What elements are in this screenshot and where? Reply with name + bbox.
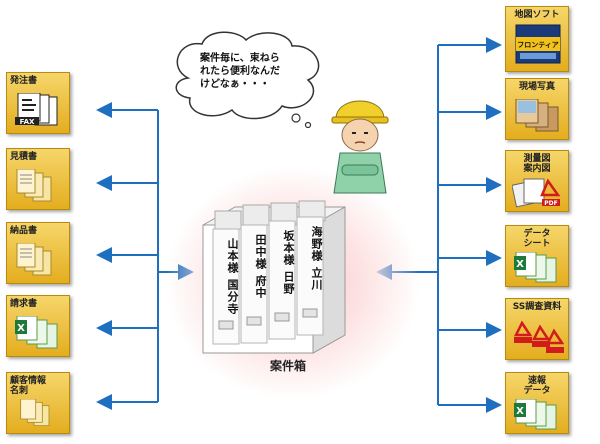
file-spine-tanaka: 田中様 府中 xyxy=(254,234,267,299)
worker-illustration xyxy=(331,100,389,194)
card-customer-info: 顧客情報 名刺 xyxy=(6,372,70,434)
document-stack-icon xyxy=(16,169,52,202)
card-delivery-note: 納品書 xyxy=(6,222,70,284)
card-ss-survey: SS調査資料 xyxy=(505,298,569,360)
pdf-drawing-icon: PDF xyxy=(512,178,561,208)
card-label: 顧客情報 名刺 xyxy=(10,376,47,396)
software-title: フロンティア xyxy=(517,41,559,49)
card-invoice: 請求書 X xyxy=(6,295,70,357)
card-data-sheet: データ シート X xyxy=(505,225,569,287)
card-estimate: 見積書 xyxy=(6,148,70,210)
fax-document-icon: FAX xyxy=(15,93,58,126)
card-label: データ シート xyxy=(523,229,551,249)
card-map-software: 地図ソフト フロンティア xyxy=(505,6,569,72)
card-label: 地図ソフト xyxy=(514,10,560,20)
card-order-form: 発注書 FAX xyxy=(6,72,70,134)
card-label: 請求書 xyxy=(10,299,38,309)
card-label: 発注書 xyxy=(10,76,38,86)
file-spine-sakamoto: 坂本様 日野 xyxy=(282,230,295,295)
photo-stack-icon xyxy=(515,99,559,132)
thought-bubble xyxy=(175,31,320,128)
fax-text: FAX xyxy=(20,118,35,126)
card-survey-maps: 測量図 案内図 PDF xyxy=(505,150,569,212)
file-spine-yamamoto: 山本様 国分寺 xyxy=(226,238,239,315)
card-quick-report: 速報 データ X xyxy=(505,372,569,434)
card-label: SS調査資料 xyxy=(512,302,562,312)
card-label: 現場写真 xyxy=(518,82,555,92)
box-label: 案件箱 xyxy=(269,359,306,373)
svg-text:X: X xyxy=(516,259,524,270)
thought-text: 案件毎に、束ねら れたら便利なんだ けどなぁ・・・ xyxy=(200,53,280,90)
pdf-stack-icon xyxy=(513,320,564,353)
svg-text:X: X xyxy=(17,323,25,334)
document-stack-icon xyxy=(16,243,52,276)
file-box-illustration xyxy=(202,200,346,354)
document-stack-icon xyxy=(20,399,50,427)
card-label: 見積書 xyxy=(10,152,38,162)
software-box-icon: フロンティア xyxy=(515,24,561,64)
excel-stack-icon: X xyxy=(514,399,557,430)
file-spine-unno: 海野様 立川 xyxy=(310,226,323,291)
excel-stack-icon: X xyxy=(15,316,58,349)
card-site-photos: 現場写真 xyxy=(505,78,569,140)
pdf-text: PDF xyxy=(544,200,557,207)
card-label: 速報 データ xyxy=(523,376,551,396)
svg-text:X: X xyxy=(516,406,524,417)
card-label: 納品書 xyxy=(10,226,38,236)
excel-stack-icon: X xyxy=(514,252,557,283)
card-label: 測量図 案内図 xyxy=(523,154,551,174)
